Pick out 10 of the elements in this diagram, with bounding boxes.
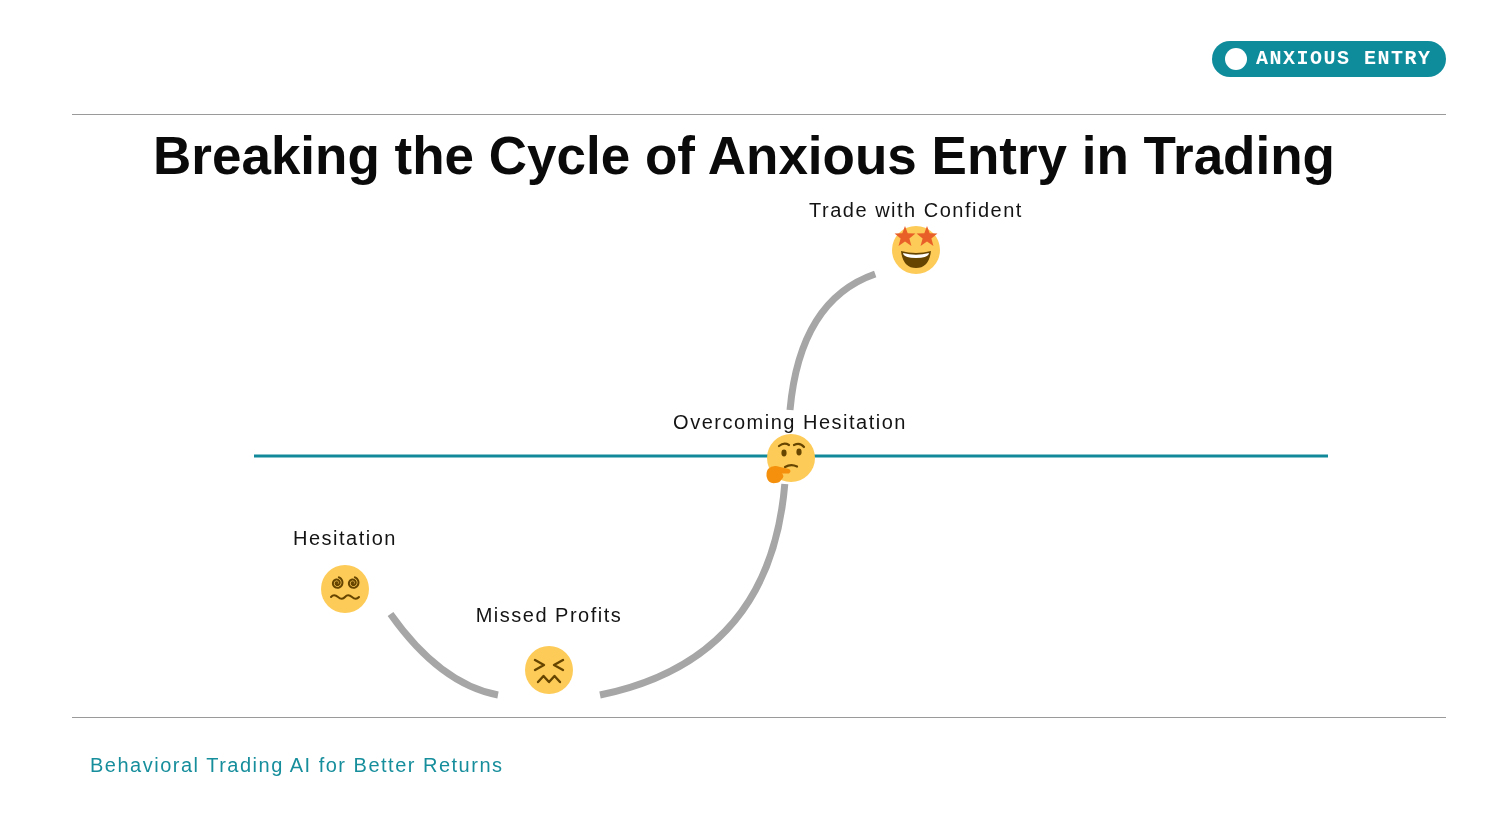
stage-label: Overcoming Hesitation <box>673 410 907 434</box>
stage-label: Trade with Confident <box>809 198 1023 222</box>
page-title: Breaking the Cycle of Anxious Entry in Trading <box>153 125 1335 187</box>
connector-curve <box>786 270 877 411</box>
stage-label: Hesitation <box>293 526 397 550</box>
tagline-text: Behavioral Trading AI for Better Returns <box>90 753 504 778</box>
stage-label: Missed Profits <box>475 603 623 627</box>
connector-curve <box>599 483 789 699</box>
connector-curve <box>387 611 499 699</box>
tag-label: ANXIOUS ENTRY <box>1256 47 1432 71</box>
